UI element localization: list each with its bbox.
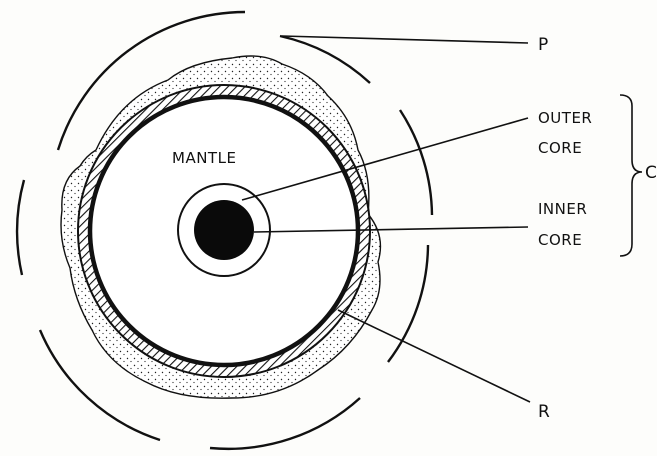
outer-core-label-line1: OUTER: [538, 109, 592, 127]
p-label: P: [538, 35, 548, 55]
inner-core-label-line1: INNER: [538, 200, 587, 218]
p-leader-line: [282, 36, 528, 43]
outer-core-label-line2: CORE: [538, 139, 582, 157]
r-label: R: [538, 402, 550, 422]
inner-core-label-line2: CORE: [538, 231, 582, 249]
mantle-label: MANTLE: [172, 149, 236, 167]
r-leader-line: [338, 310, 530, 402]
inner-core-disc: [194, 200, 254, 260]
brace-c-label: C: [645, 163, 657, 183]
core-brace: [620, 95, 642, 256]
